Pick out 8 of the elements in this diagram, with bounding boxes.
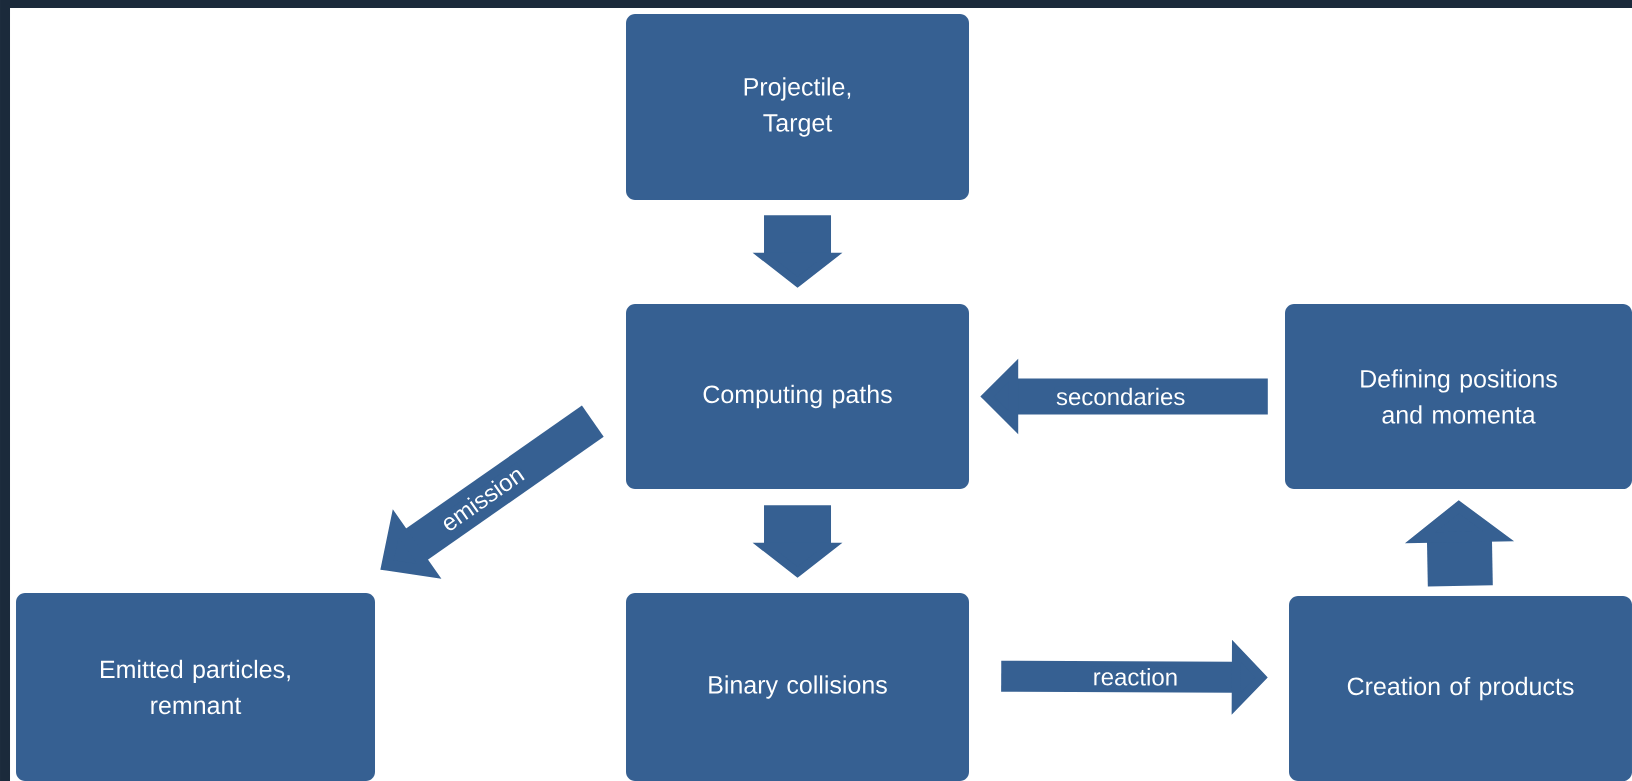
edge-label: reaction	[1094, 668, 1177, 686]
process-box: Binary collisions	[626, 593, 969, 781]
process-box: Projectile, Target	[626, 14, 969, 200]
edge-label: secondaries	[1056, 387, 1185, 406]
process-box: Creation of products	[1289, 596, 1632, 781]
process-box: Computing paths	[626, 304, 969, 489]
process-box: Emitted particles, remnant	[16, 593, 375, 781]
process-box: Defining positions and momenta	[1285, 304, 1632, 489]
